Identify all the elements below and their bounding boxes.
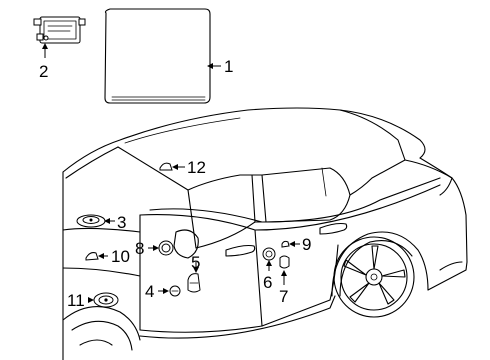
- sensor-part-9[interactable]: [281, 240, 290, 248]
- leader-8: [148, 245, 159, 251]
- button-part-4[interactable]: [169, 285, 181, 297]
- switch-part-5[interactable]: [187, 273, 201, 293]
- callout-6: 6: [263, 273, 272, 292]
- callout-8: 8: [135, 239, 144, 258]
- callout-11: 11: [67, 291, 85, 310]
- grille-part-6[interactable]: [262, 247, 276, 261]
- leader-11: [88, 297, 94, 303]
- leader-2: [42, 43, 48, 58]
- callout-3: 3: [117, 213, 126, 232]
- tweeter-part-10[interactable]: [85, 252, 99, 261]
- speaker-part-11[interactable]: [93, 292, 119, 308]
- rear-wheel: [333, 236, 415, 318]
- callout-7: 7: [279, 287, 288, 306]
- callout-10: 10: [111, 247, 130, 266]
- callout-4: 4: [145, 282, 154, 301]
- leader-12: [172, 164, 185, 170]
- leader-9: [289, 241, 300, 247]
- leader-1: [207, 63, 221, 69]
- control-module-part[interactable]: [33, 16, 86, 44]
- vehicle-outline: [62, 107, 468, 360]
- leader-4: [158, 288, 169, 294]
- sensor-part-12[interactable]: [159, 162, 173, 171]
- leader-7: [281, 270, 287, 285]
- callout-12: 12: [187, 158, 206, 177]
- leader-5: [193, 262, 199, 273]
- clip-part-7[interactable]: [279, 255, 290, 269]
- callout-2: 2: [39, 62, 48, 81]
- callout-1: 1: [224, 57, 233, 76]
- tweeter-part-8[interactable]: [158, 240, 174, 256]
- leader-10: [98, 253, 108, 259]
- leader-6: [266, 260, 272, 271]
- leader-3: [104, 218, 115, 224]
- speaker-part-3[interactable]: [76, 214, 106, 228]
- glass-panel-part[interactable]: [104, 8, 211, 104]
- callout-5: 5: [191, 253, 200, 272]
- callout-9: 9: [302, 235, 311, 254]
